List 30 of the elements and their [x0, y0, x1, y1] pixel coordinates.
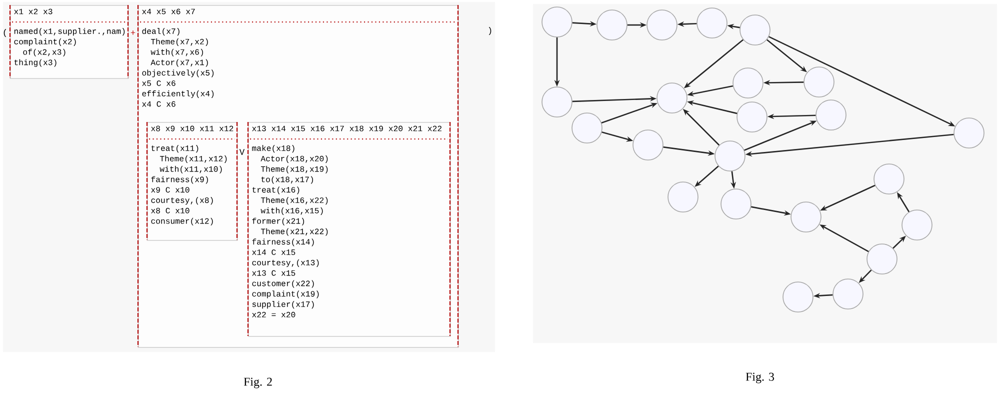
graph-node	[804, 66, 834, 98]
figure-caption: Fig. 3	[746, 372, 774, 384]
figure-caption: Fig. 2	[244, 378, 272, 388]
graph-node	[714, 140, 746, 172]
drs-box: x1 x2 x3 named(x1,supplier.,nam) complaint(x2) of(x2,x3) thing(x3)	[9, 5, 129, 79]
graph-node	[572, 112, 602, 144]
graph-node	[782, 282, 814, 312]
graph-node	[874, 164, 904, 194]
graph-node	[816, 100, 846, 130]
graph-node	[646, 10, 678, 40]
graph-node	[596, 10, 628, 40]
graph-node	[732, 68, 764, 98]
graph-node	[832, 278, 864, 310]
graph-node	[866, 244, 898, 274]
graph-node	[656, 82, 688, 114]
graph-node	[542, 6, 572, 38]
graph-node	[632, 130, 664, 160]
graph-node	[790, 202, 822, 232]
drs-box: x13 x14 x15 x16 x17 x18 x19 x20 x21 x22 make(x18) Actor(x18,x20) Theme(x18,x19) to(x18,x17) treat(x16) Theme(x16,x22) with(x16,x15) former(x21) Theme(x21,x22) fairness(x14) x14 C x15 courtesy,(x13) x13 C x15 customer(x22) complaint(x19) supplier(x17) x22 = x20	[247, 122, 451, 337]
drs-box: x8 x9 x10 x11 x12 treat(x11) Theme(x11,x12) with(x11,x10) fairness(x9) x9 C x10 courtesy,(x8) x8 C x10 consumer(x12)	[146, 122, 238, 241]
graph-node	[696, 8, 728, 38]
graph-node	[720, 188, 752, 220]
graph-node	[740, 14, 770, 46]
operator-symbol: )	[488, 26, 492, 36]
graph-node	[954, 118, 984, 148]
graph-node	[736, 102, 768, 132]
graph-node	[542, 86, 572, 118]
graph-node	[902, 210, 932, 240]
operator-symbol: V	[239, 149, 245, 155]
graph-node	[668, 182, 698, 212]
